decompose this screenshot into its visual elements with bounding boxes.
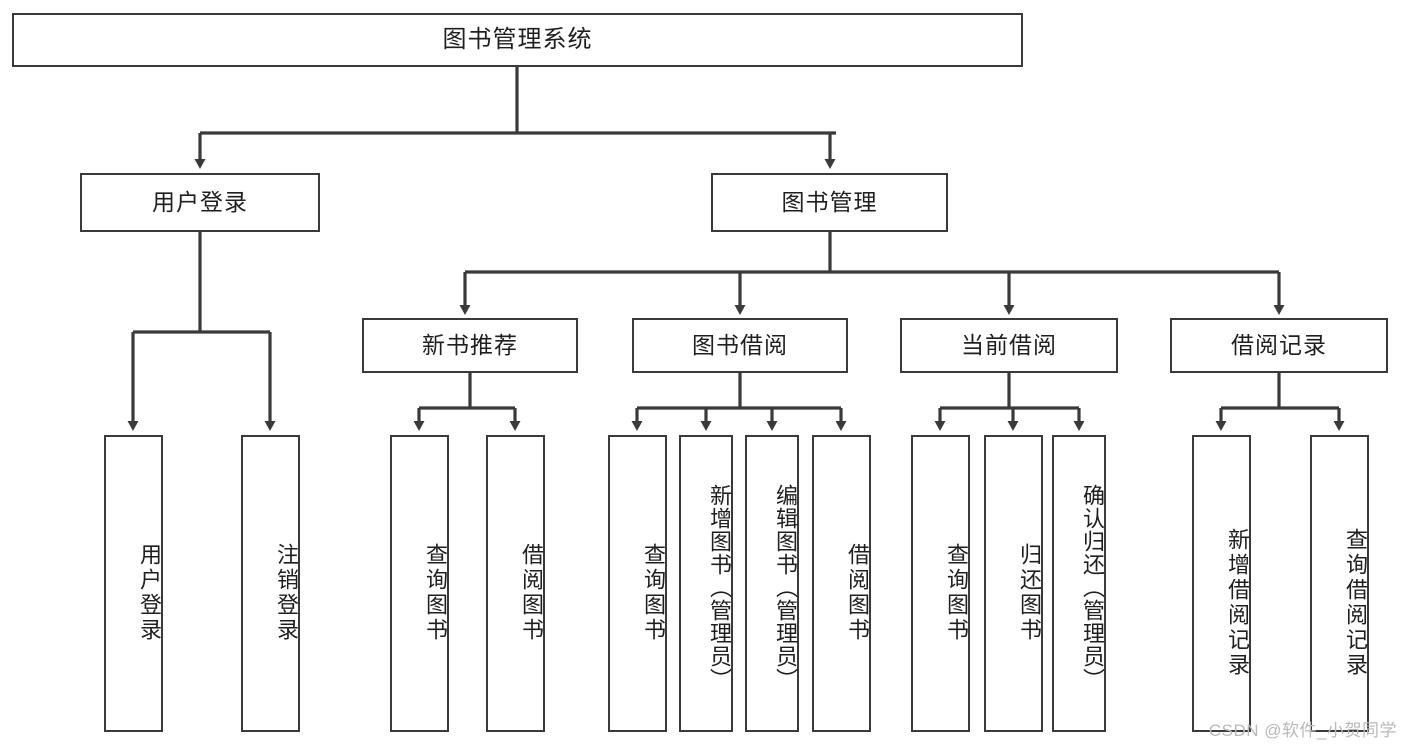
node-borrow-record[interactable]: 借阅记录: [1170, 318, 1388, 373]
node-borrow-record-label: 借阅记录: [1231, 331, 1327, 358]
node-leaf-query-book-3-label: 查询图书: [944, 542, 969, 643]
node-book-manage[interactable]: 图书管理: [711, 173, 948, 232]
node-leaf-edit-book-admin-label: 编辑图书（管理员）: [773, 484, 798, 691]
node-leaf-logout-label: 注销登录: [274, 542, 299, 643]
node-new-book-rec-label: 新书推荐: [422, 331, 518, 358]
node-leaf-query-book-2[interactable]: 查询图书: [608, 435, 667, 732]
node-leaf-borrow-book-2[interactable]: 借阅图书: [812, 435, 871, 732]
node-leaf-user-login[interactable]: 用户登录: [104, 435, 163, 732]
node-leaf-query-book-3[interactable]: 查询图书: [911, 435, 970, 732]
node-leaf-return-book-label: 归还图书: [1017, 542, 1042, 643]
node-leaf-query-book-1-label: 查询图书: [423, 542, 448, 643]
node-user-login-label: 用户登录: [152, 188, 248, 215]
node-root[interactable]: 图书管理系统: [12, 13, 1023, 67]
node-book-borrow[interactable]: 图书借阅: [632, 318, 848, 373]
node-leaf-add-book-admin-label: 新增图书（管理员）: [707, 484, 732, 691]
node-leaf-add-book-admin[interactable]: 新增图书（管理员）: [679, 435, 733, 732]
node-book-borrow-label: 图书借阅: [692, 331, 788, 358]
node-leaf-add-borrow-record-label: 新增借阅记录: [1225, 527, 1250, 678]
node-leaf-borrow-book-1-label: 借阅图书: [519, 542, 544, 643]
csdn-watermark: CSDN @软件_小贺同学: [1208, 721, 1397, 740]
node-leaf-edit-book-admin[interactable]: 编辑图书（管理员）: [745, 435, 799, 732]
node-leaf-query-borrow-record[interactable]: 查询借阅记录: [1310, 435, 1369, 732]
node-current-borrow[interactable]: 当前借阅: [900, 318, 1118, 373]
node-leaf-confirm-return-admin[interactable]: 确认归还（管理员）: [1052, 435, 1106, 732]
node-current-borrow-label: 当前借阅: [961, 331, 1057, 358]
node-leaf-user-login-label: 用户登录: [137, 542, 162, 643]
node-leaf-add-borrow-record[interactable]: 新增借阅记录: [1192, 435, 1251, 732]
node-leaf-confirm-return-admin-label: 确认归还（管理员）: [1080, 484, 1105, 691]
node-book-manage-label: 图书管理: [781, 188, 878, 215]
node-leaf-logout[interactable]: 注销登录: [241, 435, 300, 732]
node-new-book-rec[interactable]: 新书推荐: [362, 318, 578, 373]
node-leaf-query-book-1[interactable]: 查询图书: [390, 435, 449, 732]
node-leaf-query-book-2-label: 查询图书: [641, 542, 666, 643]
node-root-label: 图书管理系统: [442, 25, 593, 53]
node-leaf-borrow-book-2-label: 借阅图书: [845, 542, 870, 643]
node-user-login[interactable]: 用户登录: [80, 173, 320, 232]
node-leaf-query-borrow-record-label: 查询借阅记录: [1343, 527, 1368, 678]
node-leaf-return-book[interactable]: 归还图书: [984, 435, 1043, 732]
node-leaf-borrow-book-1[interactable]: 借阅图书: [486, 435, 545, 732]
